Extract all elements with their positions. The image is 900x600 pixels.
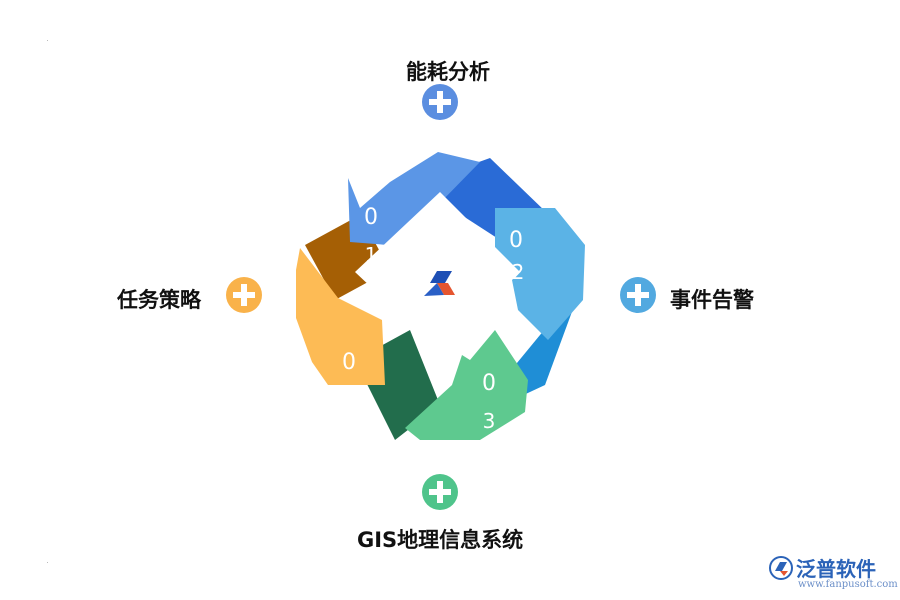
fanpu-logo-icon: [424, 271, 455, 296]
segment-2-number: 0: [509, 228, 523, 253]
segment-2-arrow: [495, 208, 585, 340]
segment-3-number: 0: [482, 371, 496, 396]
segment-1-number: 0: [364, 205, 378, 230]
label-left: 任务策略: [117, 288, 201, 312]
watermark-name: 泛普软件: [796, 557, 876, 581]
label-top: 能耗分析: [406, 60, 490, 84]
segment-2-digit: 2: [512, 260, 525, 284]
fanpu-watermark-logo-icon: [769, 556, 793, 580]
segment-1-arrow: [348, 152, 480, 245]
plus-icon-right[interactable]: [620, 277, 656, 313]
segment-3-arrow: [405, 330, 528, 440]
watermark: 泛普软件 www.fanpusoft.com: [768, 553, 898, 597]
plus-icon-left[interactable]: [226, 277, 262, 313]
corner-dot: [47, 562, 48, 563]
segment-4-digit: 4: [347, 384, 360, 408]
segment-4-number: 0: [342, 350, 356, 375]
label-right: 事件告警: [670, 288, 754, 312]
watermark-url: www.fanpusoft.com: [798, 579, 898, 590]
segment-4-arrow: [296, 248, 385, 385]
plus-icon-top[interactable]: [422, 84, 458, 120]
label-bottom: GIS地理信息系统: [357, 528, 524, 552]
plus-icon-bottom[interactable]: [422, 474, 458, 510]
segment-1-digit: 1: [365, 243, 378, 267]
segment-3-digit: 3: [483, 409, 496, 433]
corner-dot: [47, 40, 48, 41]
